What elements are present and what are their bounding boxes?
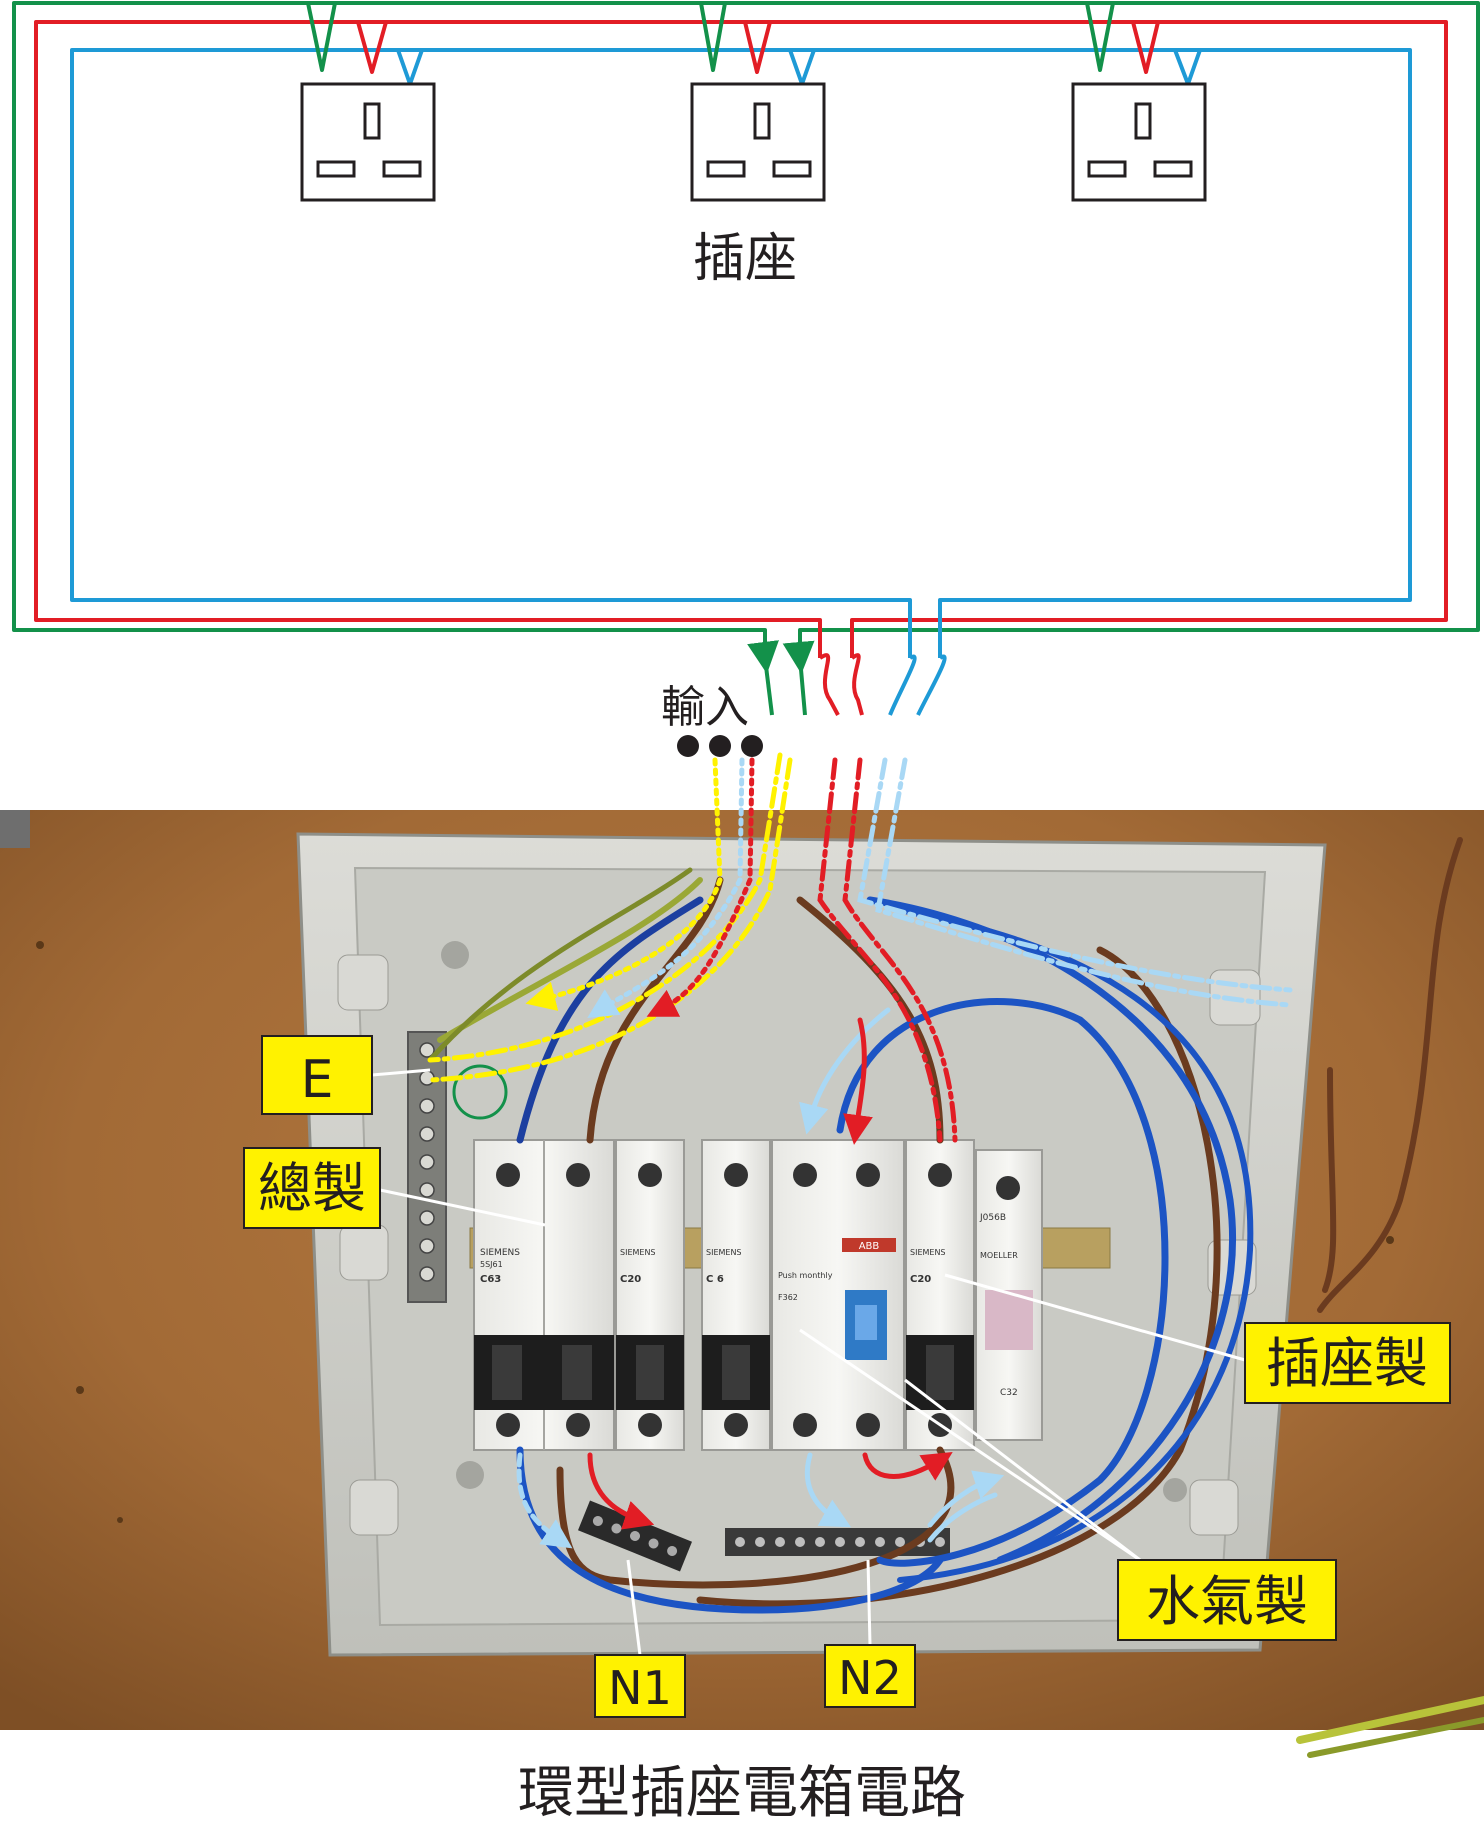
earth-ring-wire bbox=[12, 1, 1480, 658]
breaker-c6-rating: C 6 bbox=[706, 1274, 724, 1285]
rcd-model: F362 bbox=[778, 1293, 798, 1302]
neutral-ring-wire bbox=[70, 48, 1412, 658]
callout-main-switch: 總製 bbox=[243, 1147, 381, 1229]
callout-n1: N1 bbox=[594, 1654, 686, 1718]
breaker-c20-a-rating: C20 bbox=[620, 1274, 641, 1285]
socket-3 bbox=[1071, 82, 1207, 202]
breaker-c20-a-brand: SIEMENS bbox=[620, 1248, 656, 1257]
photo-panel: SIEMENS 5SJ61 C63 SIEMENS C20 SIEMENS C … bbox=[0, 752, 1484, 1758]
callout-socket-switch: 插座製 bbox=[1244, 1322, 1451, 1404]
rcd-brand: ABB bbox=[859, 1241, 880, 1252]
main-breaker: SIEMENS 5SJ61 C63 bbox=[473, 1139, 615, 1451]
breaker-c20-a: SIEMENS C20 bbox=[615, 1139, 685, 1451]
callout-main-switch-text: 總製 bbox=[258, 1157, 366, 1220]
socket-breaker: SIEMENS C20 bbox=[905, 1139, 975, 1451]
main-breaker-rating: C63 bbox=[480, 1274, 501, 1285]
callout-rcd-switch: 水氣製 bbox=[1117, 1559, 1337, 1641]
isolator-rating: C32 bbox=[1000, 1388, 1018, 1398]
callout-socket-switch-text: 插座製 bbox=[1266, 1332, 1428, 1395]
breaker-c6-brand: SIEMENS bbox=[706, 1248, 742, 1257]
input-label: 輸入 bbox=[661, 682, 749, 733]
callout-n2: N2 bbox=[824, 1644, 916, 1708]
diagram-caption: 環型插座電箱電路 bbox=[518, 1761, 966, 1826]
ring-wires bbox=[12, 1, 1480, 716]
neutral-bar-1 bbox=[578, 1500, 692, 1572]
callout-earth-text: E bbox=[301, 1050, 334, 1110]
callout-n2-text: N2 bbox=[838, 1651, 902, 1705]
socket-breaker-rating: C20 bbox=[910, 1274, 931, 1285]
isolator: J056B MOELLER C32 bbox=[975, 1149, 1043, 1441]
live-ring-wire bbox=[34, 20, 1448, 658]
main-breaker-model: 5SJ61 bbox=[480, 1260, 503, 1269]
rcd-push: Push monthly bbox=[778, 1271, 833, 1280]
neutral-bar-2 bbox=[725, 1528, 950, 1556]
socket-2 bbox=[690, 82, 826, 202]
input-terminal-dots bbox=[677, 735, 763, 757]
callout-earth: E bbox=[261, 1035, 373, 1115]
callout-n1-text: N1 bbox=[608, 1661, 672, 1715]
callout-rcd-switch-text: 水氣製 bbox=[1146, 1570, 1308, 1633]
socket-1 bbox=[300, 82, 436, 202]
breaker-c6: SIEMENS C 6 bbox=[701, 1139, 771, 1451]
isolator-brand: MOELLER bbox=[980, 1251, 1018, 1260]
earth-terminal-bar bbox=[407, 1031, 508, 1303]
rcd-breaker: ABB Push monthly F362 bbox=[771, 1139, 905, 1451]
isolator-code: J056B bbox=[979, 1213, 1006, 1223]
socket-breaker-brand: SIEMENS bbox=[910, 1248, 946, 1257]
socket-label: 插座 bbox=[693, 229, 797, 289]
main-breaker-brand: SIEMENS bbox=[480, 1248, 520, 1258]
